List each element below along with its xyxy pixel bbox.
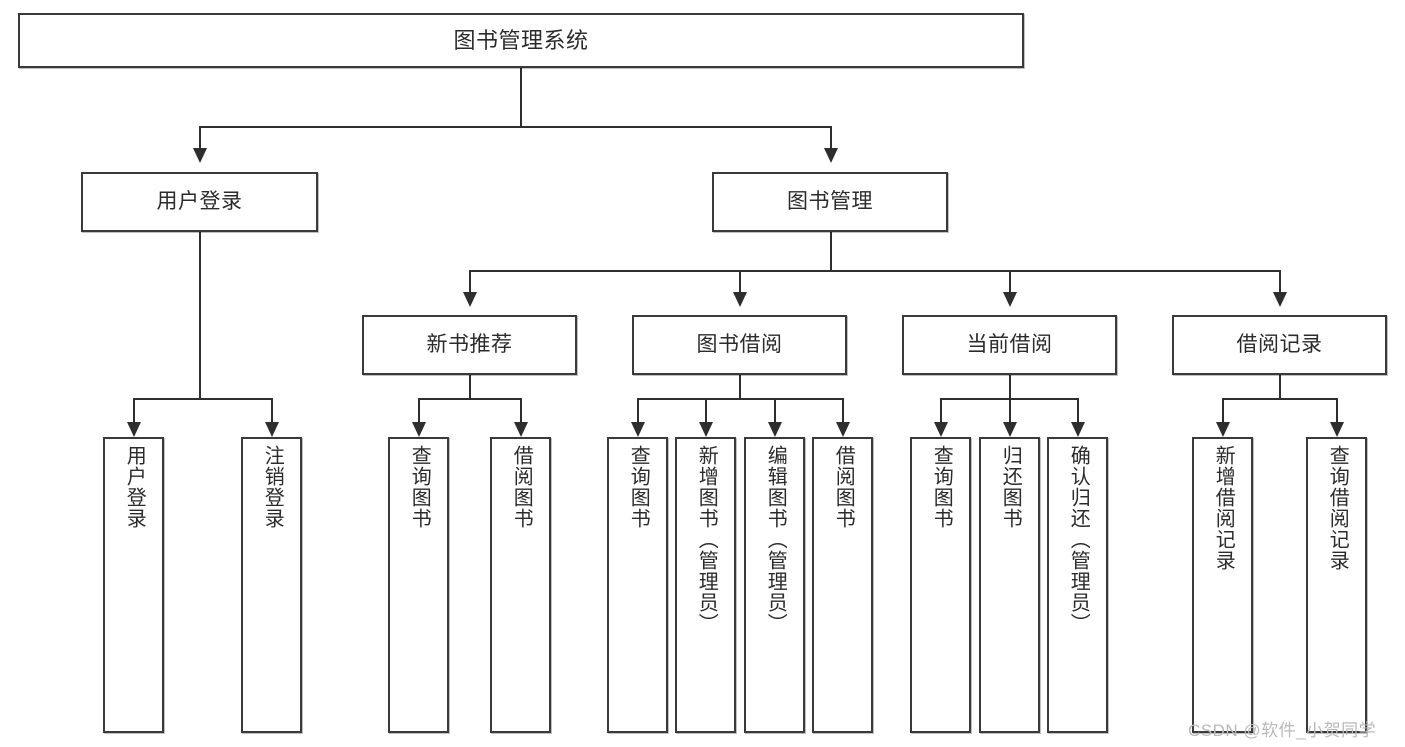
arrow-new-book xyxy=(463,292,477,307)
connector-new-book-stem xyxy=(469,375,471,400)
connector-drop-nb-borrow xyxy=(520,398,522,422)
connector-bus-new-book xyxy=(418,398,522,400)
node-leaf-nb-query[interactable]: 查询图书 xyxy=(388,437,449,733)
arrow-leaf-logout xyxy=(265,422,279,437)
connector-drop-bw-add xyxy=(705,398,707,422)
arrow-borrow xyxy=(733,292,747,307)
arrow-rec-add xyxy=(1216,422,1230,437)
node-current-borrow-label: 当前借阅 xyxy=(966,332,1053,356)
arrow-nb-borrow xyxy=(514,422,528,437)
connector-borrow-stem xyxy=(739,375,741,400)
arrow-leaf-user-login xyxy=(127,422,141,437)
node-leaf-bw-edit-label: 编辑图书（管理员） xyxy=(764,445,787,634)
connector-drop-book-manage xyxy=(830,126,832,148)
node-leaf-cur-confirm[interactable]: 确认归还（管理员） xyxy=(1047,437,1108,733)
connector-drop-bw-borrow xyxy=(842,398,844,422)
node-current-borrow[interactable]: 当前借阅 xyxy=(902,315,1117,375)
connector-bus-level3 xyxy=(469,270,1281,272)
connector-drop-bw-edit xyxy=(774,398,776,422)
connector-drop-leaf-user-login xyxy=(133,398,135,422)
connector-drop-cur-query xyxy=(940,398,942,422)
node-borrow-record[interactable]: 借阅记录 xyxy=(1172,315,1387,375)
connector-bus-user-login xyxy=(133,398,273,400)
connector-drop-borrow xyxy=(739,270,741,292)
node-leaf-rec-query-label: 查询借阅记录 xyxy=(1326,445,1349,571)
node-leaf-bw-borrow-label: 借阅图书 xyxy=(832,445,855,529)
node-leaf-cur-query[interactable]: 查询图书 xyxy=(910,437,971,733)
node-leaf-cur-return-label: 归还图书 xyxy=(999,445,1022,529)
arrow-bw-add xyxy=(699,422,713,437)
node-leaf-rec-add-label: 新增借阅记录 xyxy=(1212,445,1235,571)
connector-drop-nb-query xyxy=(418,398,420,422)
node-borrow-record-label: 借阅记录 xyxy=(1236,332,1323,356)
connector-drop-leaf-logout xyxy=(271,398,273,422)
node-borrow-label: 图书借阅 xyxy=(696,332,783,356)
node-leaf-cur-query-label: 查询图书 xyxy=(930,445,953,529)
node-leaf-nb-query-label: 查询图书 xyxy=(408,445,431,529)
node-leaf-bw-borrow[interactable]: 借阅图书 xyxy=(812,437,873,733)
connector-drop-new-book xyxy=(469,270,471,292)
node-leaf-bw-edit[interactable]: 编辑图书（管理员） xyxy=(744,437,805,733)
connector-current-stem xyxy=(1009,375,1011,400)
node-leaf-nb-borrow[interactable]: 借阅图书 xyxy=(490,437,551,733)
connector-drop-rec-query xyxy=(1336,398,1338,422)
connector-drop-rec-add xyxy=(1222,398,1224,422)
node-leaf-user-login[interactable]: 用户登录 xyxy=(103,437,164,733)
connector-drop-current xyxy=(1009,270,1011,292)
node-book-manage-label: 图书管理 xyxy=(787,189,873,213)
arrow-bw-borrow xyxy=(836,422,850,437)
node-leaf-cur-confirm-label: 确认归还（管理员） xyxy=(1067,445,1090,634)
node-new-book[interactable]: 新书推荐 xyxy=(362,315,577,375)
arrow-cur-confirm xyxy=(1071,422,1085,437)
node-root[interactable]: 图书管理系统 xyxy=(18,13,1024,68)
node-user-login-label: 用户登录 xyxy=(156,189,243,213)
arrow-book-manage xyxy=(824,148,838,163)
connector-drop-record xyxy=(1279,270,1281,292)
arrow-bw-query xyxy=(631,422,645,437)
node-leaf-nb-borrow-label: 借阅图书 xyxy=(510,445,533,529)
connector-bus-borrow xyxy=(637,398,843,400)
connector-root-stem xyxy=(520,68,522,126)
arrow-cur-query xyxy=(934,422,948,437)
node-leaf-bw-query[interactable]: 查询图书 xyxy=(607,437,668,733)
node-leaf-user-login-label: 用户登录 xyxy=(123,445,146,529)
node-user-login[interactable]: 用户登录 xyxy=(81,172,318,232)
connector-bus-record xyxy=(1222,398,1338,400)
node-leaf-bw-add[interactable]: 新增图书（管理员） xyxy=(675,437,736,733)
connector-book-manage-stem xyxy=(830,232,832,272)
connector-bus-level2 xyxy=(199,126,832,128)
node-leaf-logout[interactable]: 注销登录 xyxy=(241,437,302,733)
node-book-manage[interactable]: 图书管理 xyxy=(712,172,948,232)
node-leaf-bw-add-label: 新增图书（管理员） xyxy=(695,445,718,634)
node-leaf-cur-return[interactable]: 归还图书 xyxy=(979,437,1040,733)
connector-drop-cur-return xyxy=(1009,398,1011,422)
arrow-bw-edit xyxy=(768,422,782,437)
connector-user-login-stem xyxy=(199,232,201,400)
arrow-cur-return xyxy=(1003,422,1017,437)
connector-drop-cur-confirm xyxy=(1077,398,1079,422)
arrow-current xyxy=(1003,292,1017,307)
node-leaf-bw-query-label: 查询图书 xyxy=(627,445,650,529)
arrow-user-login xyxy=(193,148,207,163)
node-new-book-label: 新书推荐 xyxy=(426,332,513,356)
node-root-label: 图书管理系统 xyxy=(453,27,589,53)
node-leaf-rec-query[interactable]: 查询借阅记录 xyxy=(1306,437,1367,733)
node-borrow[interactable]: 图书借阅 xyxy=(632,315,847,375)
arrow-rec-query xyxy=(1330,422,1344,437)
connector-record-stem xyxy=(1279,375,1281,400)
node-leaf-logout-label: 注销登录 xyxy=(261,445,284,529)
connector-drop-user-login xyxy=(199,126,201,148)
arrow-nb-query xyxy=(412,422,426,437)
node-leaf-rec-add[interactable]: 新增借阅记录 xyxy=(1192,437,1253,733)
connector-drop-bw-query xyxy=(637,398,639,422)
arrow-record xyxy=(1273,292,1287,307)
